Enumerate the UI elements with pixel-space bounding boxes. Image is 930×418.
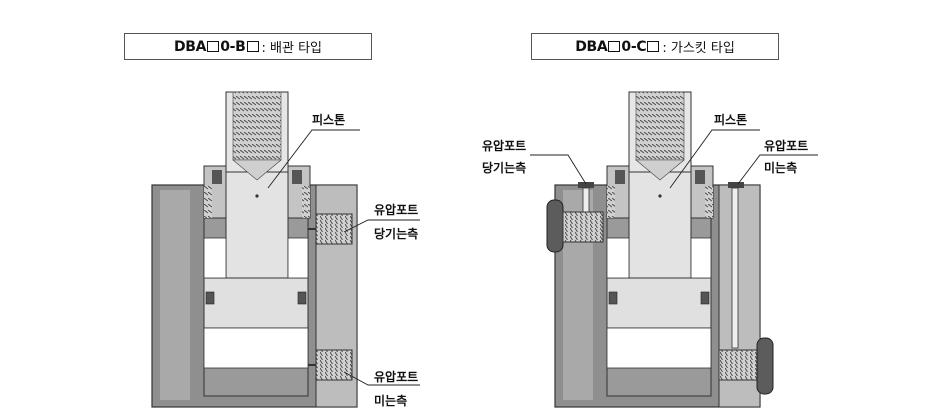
left-push-port-label: 유압포트 [374, 370, 418, 384]
left-body-highlight [160, 190, 190, 400]
right-push-plug-head [756, 337, 774, 395]
left-piston-seal-r [297, 291, 307, 305]
right-pull-port-label: 유압포트 [482, 139, 526, 153]
left-code-placeholder-box [207, 41, 220, 52]
left-pull-port-sub: 당기는측 [374, 226, 418, 241]
left-pull-leader [343, 219, 420, 233]
right-leaders [530, 129, 818, 189]
left-pull-port-label: 유압포트 [374, 203, 418, 217]
right-gland-thread-r [705, 186, 713, 218]
right-piston-label: 피스톤 [714, 112, 747, 127]
right-push-plug-thread [718, 349, 758, 381]
right-rod-thread-tip [635, 159, 685, 181]
right-rod-thread [635, 91, 685, 161]
right-pull-port-sub: 당기는측 [482, 160, 526, 175]
right-piston-seal-l [608, 291, 618, 305]
left-code-mid: 0-B [220, 38, 246, 55]
right-code-suffix-box [647, 41, 660, 52]
right-piston-leader [669, 129, 760, 189]
right-pull-gasket-port [578, 182, 594, 188]
right-rod-seal-r [695, 170, 705, 184]
left-code-prefix: DBA [173, 38, 207, 55]
right-push-leader [737, 154, 818, 185]
left-piston-seal-l [205, 291, 215, 305]
left-push-chamber [203, 327, 309, 369]
right-push-channel [731, 187, 739, 349]
left-leaders [267, 129, 420, 386]
right-pull-plug-thread [562, 211, 604, 243]
right-code-mid: 0-C [621, 38, 647, 55]
right-gland-thread-l [607, 186, 615, 218]
left-title-box: DBA 0-B : 배관 타입 [124, 33, 372, 60]
left-piston-label: 피스톤 [312, 112, 345, 127]
left-code-suffix-box [246, 41, 259, 52]
right-push-port-label: 유압포트 [764, 139, 808, 153]
left-rod-thread-tip [232, 159, 282, 181]
right-code-prefix: DBA [575, 38, 608, 55]
right-type-description: : 가스킷 타입 [662, 41, 735, 56]
left-cylinder [151, 91, 358, 408]
right-pull-plug-head [546, 199, 564, 253]
right-push-port-sub: 미는측 [764, 160, 797, 175]
left-gland-thread-l [204, 186, 212, 218]
right-piston-seal-r [700, 291, 710, 305]
right-title-box: DBA 0-C : 가스킷 타입 [531, 33, 779, 60]
left-pull-port [315, 213, 353, 245]
left-push-leader [343, 371, 420, 386]
right-rod-seal-l [615, 170, 625, 184]
left-push-port-sub: 미는측 [374, 393, 407, 408]
right-piston-head [606, 277, 712, 329]
left-piston-center-dot [255, 194, 259, 198]
right-push-chamber [606, 327, 712, 369]
left-type-description: : 배관 타입 [261, 41, 323, 56]
right-push-gasket-port [728, 182, 744, 188]
left-push-port [315, 349, 353, 381]
right-pull-chamber-r [690, 237, 712, 279]
left-pull-chamber-r [287, 237, 309, 279]
left-gland-thread-r [302, 186, 310, 218]
left-piston-head [203, 277, 309, 329]
left-piston-leader [267, 129, 360, 189]
right-code-placeholder-box [608, 41, 621, 52]
right-pull-chamber [606, 237, 630, 279]
left-rod-seal-r [292, 170, 302, 184]
left-rod-thread [232, 91, 282, 161]
left-rod-seal-l [212, 170, 222, 184]
right-pull-leader [530, 154, 587, 185]
left-pull-chamber [203, 237, 227, 279]
right-piston-center-dot [658, 194, 662, 198]
right-cylinder [546, 91, 774, 408]
